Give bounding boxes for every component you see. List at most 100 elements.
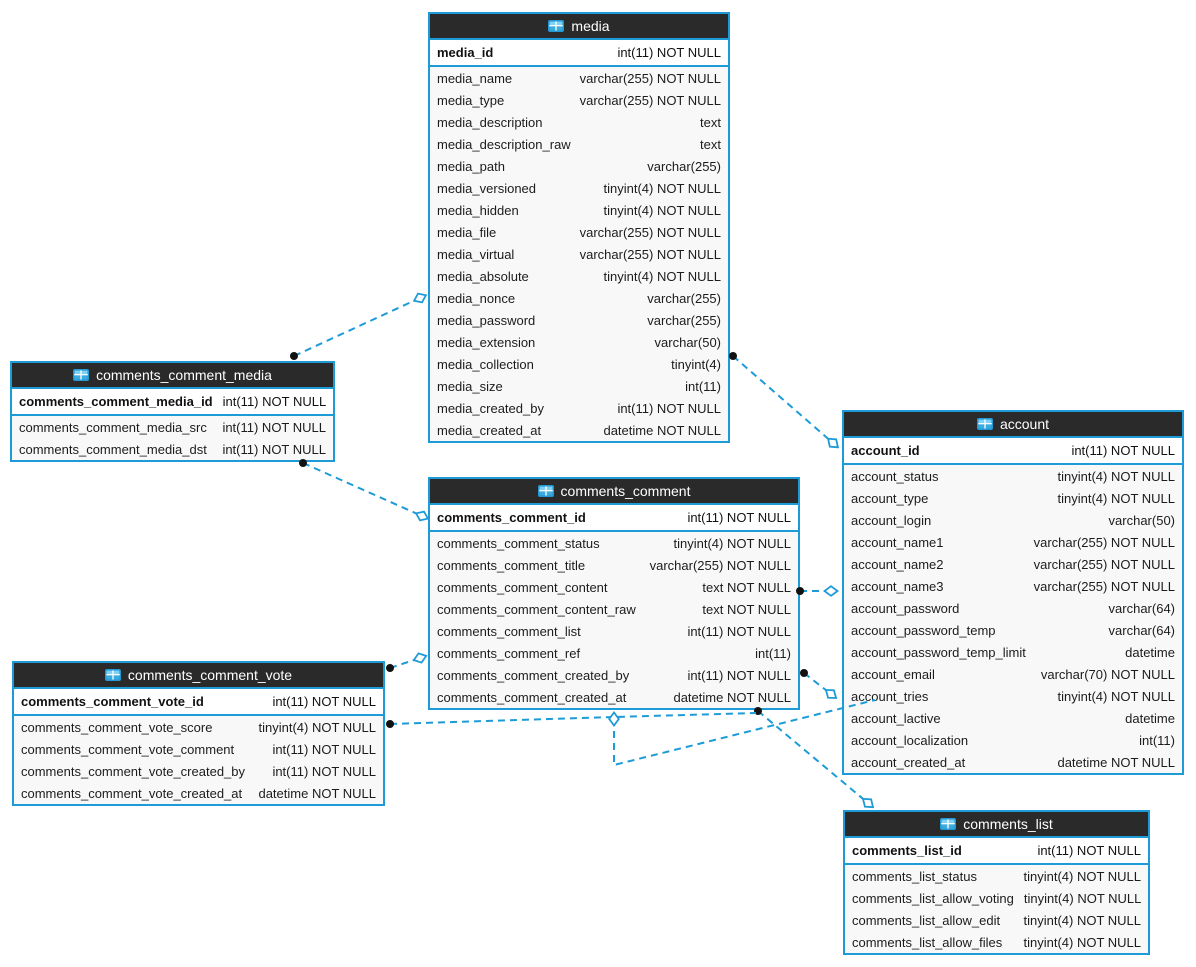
table-header[interactable]: comments_comment_vote xyxy=(14,663,383,689)
table-header[interactable]: media xyxy=(430,14,728,40)
field-name: comments_comment_created_at xyxy=(437,689,627,705)
table-header[interactable]: comments_comment xyxy=(430,479,798,505)
field-row[interactable]: media_nonce varchar(255) xyxy=(430,287,728,309)
field-type: int(11) NOT NULL xyxy=(222,394,327,409)
field-name: account_name1 xyxy=(851,534,944,550)
field-name: account_password xyxy=(851,600,960,616)
field-name: media_nonce xyxy=(437,290,516,306)
field-type: int(11) NOT NULL xyxy=(222,419,326,435)
table-icon xyxy=(73,369,90,381)
field-name: comments_list_allow_files xyxy=(852,934,1003,950)
field-type: text xyxy=(700,114,721,130)
table-comments_comment_media[interactable]: comments_comment_media comments_comment_m… xyxy=(10,361,335,462)
field-row[interactable]: media_name varchar(255) NOT NULL xyxy=(430,67,728,89)
field-type: datetime xyxy=(1125,710,1175,726)
table-header[interactable]: comments_list xyxy=(845,812,1148,838)
table-title: comments_comment_vote xyxy=(127,667,293,683)
field-type: varchar(255) NOT NULL xyxy=(579,70,721,86)
field-type: varchar(255) xyxy=(647,290,721,306)
field-type: int(11) xyxy=(685,378,721,394)
field-name: media_name xyxy=(437,70,513,86)
field-name: media_hidden xyxy=(437,202,519,218)
field-type: varchar(50) xyxy=(1108,512,1175,528)
field-type: text NOT NULL xyxy=(702,601,791,617)
field-row[interactable]: comments_comment_created_at datetime NOT … xyxy=(430,686,798,708)
field-name: account_id xyxy=(851,443,920,458)
field-name: media_virtual xyxy=(437,246,515,262)
field-name: account_name2 xyxy=(851,556,944,572)
table-header[interactable]: account xyxy=(844,412,1182,438)
field-name: account_password_temp xyxy=(851,622,996,638)
field-row[interactable]: comments_comment_content_raw text NOT NUL… xyxy=(430,598,798,620)
field-type: int(11) NOT NULL xyxy=(617,45,721,60)
field-name: comments_comment_content_raw xyxy=(437,601,636,617)
field-type: int(11) NOT NULL xyxy=(1037,843,1141,858)
field-name: media_description_raw xyxy=(437,136,571,152)
table-title: comments_comment_media xyxy=(96,367,272,383)
field-name: media_password xyxy=(437,312,536,328)
field-name: comments_comment_vote_comment xyxy=(21,741,235,757)
table-header[interactable]: comments_comment_media xyxy=(12,363,333,389)
field-type: tinyint(4) xyxy=(671,356,721,372)
table-comments_comment_vote[interactable]: comments_comment_vote comments_comment_vo… xyxy=(12,661,385,806)
field-type: datetime NOT NULL xyxy=(673,689,791,705)
field-name: comments_comment_media_dst xyxy=(19,441,207,457)
field-type: int(11) NOT NULL xyxy=(272,694,376,709)
